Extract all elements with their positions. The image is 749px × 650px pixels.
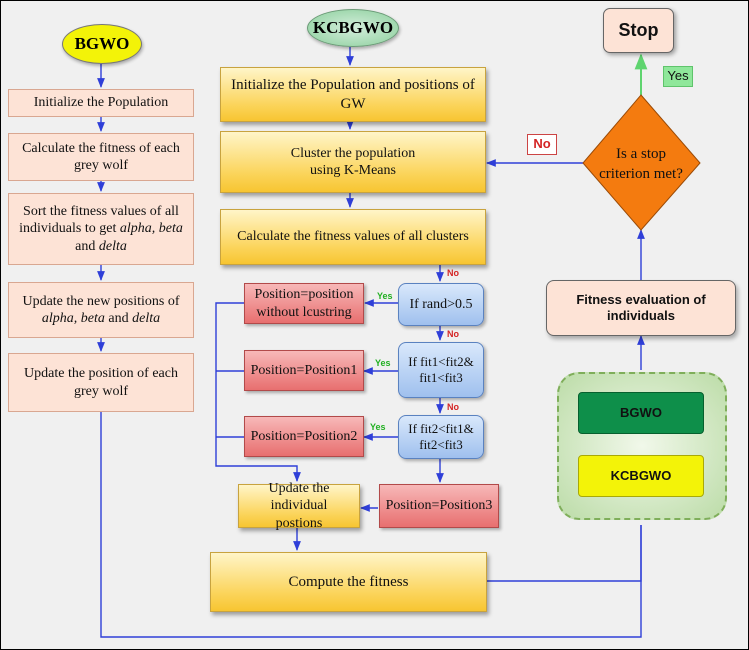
merge-line-1	[215, 302, 301, 482]
no-tag-2: No	[447, 329, 459, 339]
compute-fitness-box: Compute the fitness	[210, 552, 487, 612]
legend-bgwo: BGWO	[578, 392, 704, 434]
decision-text: Is a stop criterion met?	[599, 145, 683, 182]
no-label: No	[527, 134, 557, 155]
bgwo-start-oval: BGWO	[62, 24, 142, 64]
no-tag-1: No	[447, 268, 459, 278]
bgwo-step-sort-text: Sort the fitness values of all individua…	[19, 203, 183, 254]
yes-tag-2: Yes	[375, 358, 391, 368]
bgwo-step-initialize: Initialize the Population	[8, 89, 194, 117]
bgwo-step-update-new-text: Update the new positions of alpha, beta …	[22, 293, 180, 327]
pos1-box: Position=Position1	[244, 350, 364, 391]
fitness-eval-box: Fitness evaluation of individuals	[546, 280, 736, 336]
decision-diamond	[582, 94, 701, 231]
bgwo-step-fitness: Calculate the fitness of each grey wolf	[8, 133, 194, 181]
yes-label: Yes	[663, 66, 693, 87]
kcbgwo-start-oval: KCBGWO	[307, 9, 399, 47]
cond-fit1: If fit1<fit2& fit1<fit3	[398, 342, 484, 398]
bgwo-step-update-new: Update the new positions of alpha, beta …	[8, 282, 194, 338]
bgwo-step-update-each: Update the position of each grey wolf	[8, 353, 194, 412]
pos-no-cluster-box: Position=position without lcustring	[244, 283, 364, 324]
cond-fit2: If fit2<fit1& fit2<fit3	[398, 415, 484, 459]
kcbgwo-init-box: Initialize the Population and positions …	[220, 67, 486, 122]
no-tag-3: No	[447, 402, 459, 412]
pos2-box: Position=Position2	[244, 416, 364, 457]
pos3-box: Position=Position3	[379, 484, 499, 528]
legend-kcbgwo: KCBGWO	[578, 455, 704, 497]
bgwo-step-sort: Sort the fitness values of all individua…	[8, 193, 194, 265]
yes-tag-3: Yes	[370, 422, 386, 432]
compute-to-fitness	[487, 525, 642, 582]
stop-box: Stop	[603, 8, 674, 53]
kcbgwo-calc-box: Calculate the fitness values of all clus…	[220, 209, 486, 265]
cond-rand: If rand>0.5	[398, 283, 484, 326]
kcbgwo-cluster-line2: using K-Means	[310, 163, 396, 178]
kcbgwo-cluster-line1: Cluster the population	[290, 145, 416, 161]
update-positions-box: Update the individual postions	[238, 481, 360, 531]
yes-tag-1: Yes	[377, 291, 393, 301]
kcbgwo-cluster-box: Cluster the population using K-Means	[220, 131, 486, 193]
